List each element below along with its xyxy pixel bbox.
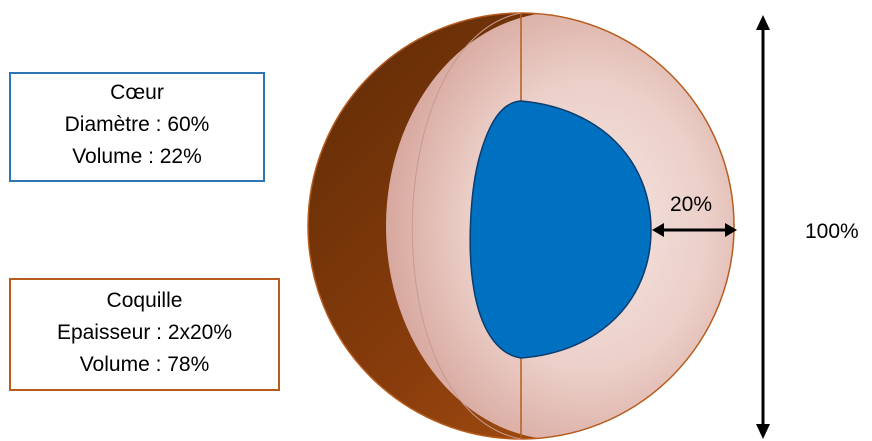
total-height-arrow [756,15,770,439]
core-title: Cœur [110,81,164,104]
section-inner-edge [411,12,522,440]
shell-thickness-label: 20% [670,193,712,216]
shell-label-box: Coquille Epaisseur : 2x20% Volume : 78% [9,278,280,391]
core-label-box: Cœur Diamètre : 60% Volume : 22% [9,72,265,182]
core-diameter-text: Diamètre : 60% [64,113,210,136]
core-volume-text: Volume : 22% [72,145,202,168]
shell-thickness-text: Epaisseur : 2x20% [56,321,233,344]
shell-title: Coquille [106,289,183,312]
shell-volume-text: Volume : 78% [79,353,210,376]
shell-thickness-arrow [652,223,737,237]
total-height-label: 100% [805,220,859,243]
core-cross-section [469,100,652,359]
